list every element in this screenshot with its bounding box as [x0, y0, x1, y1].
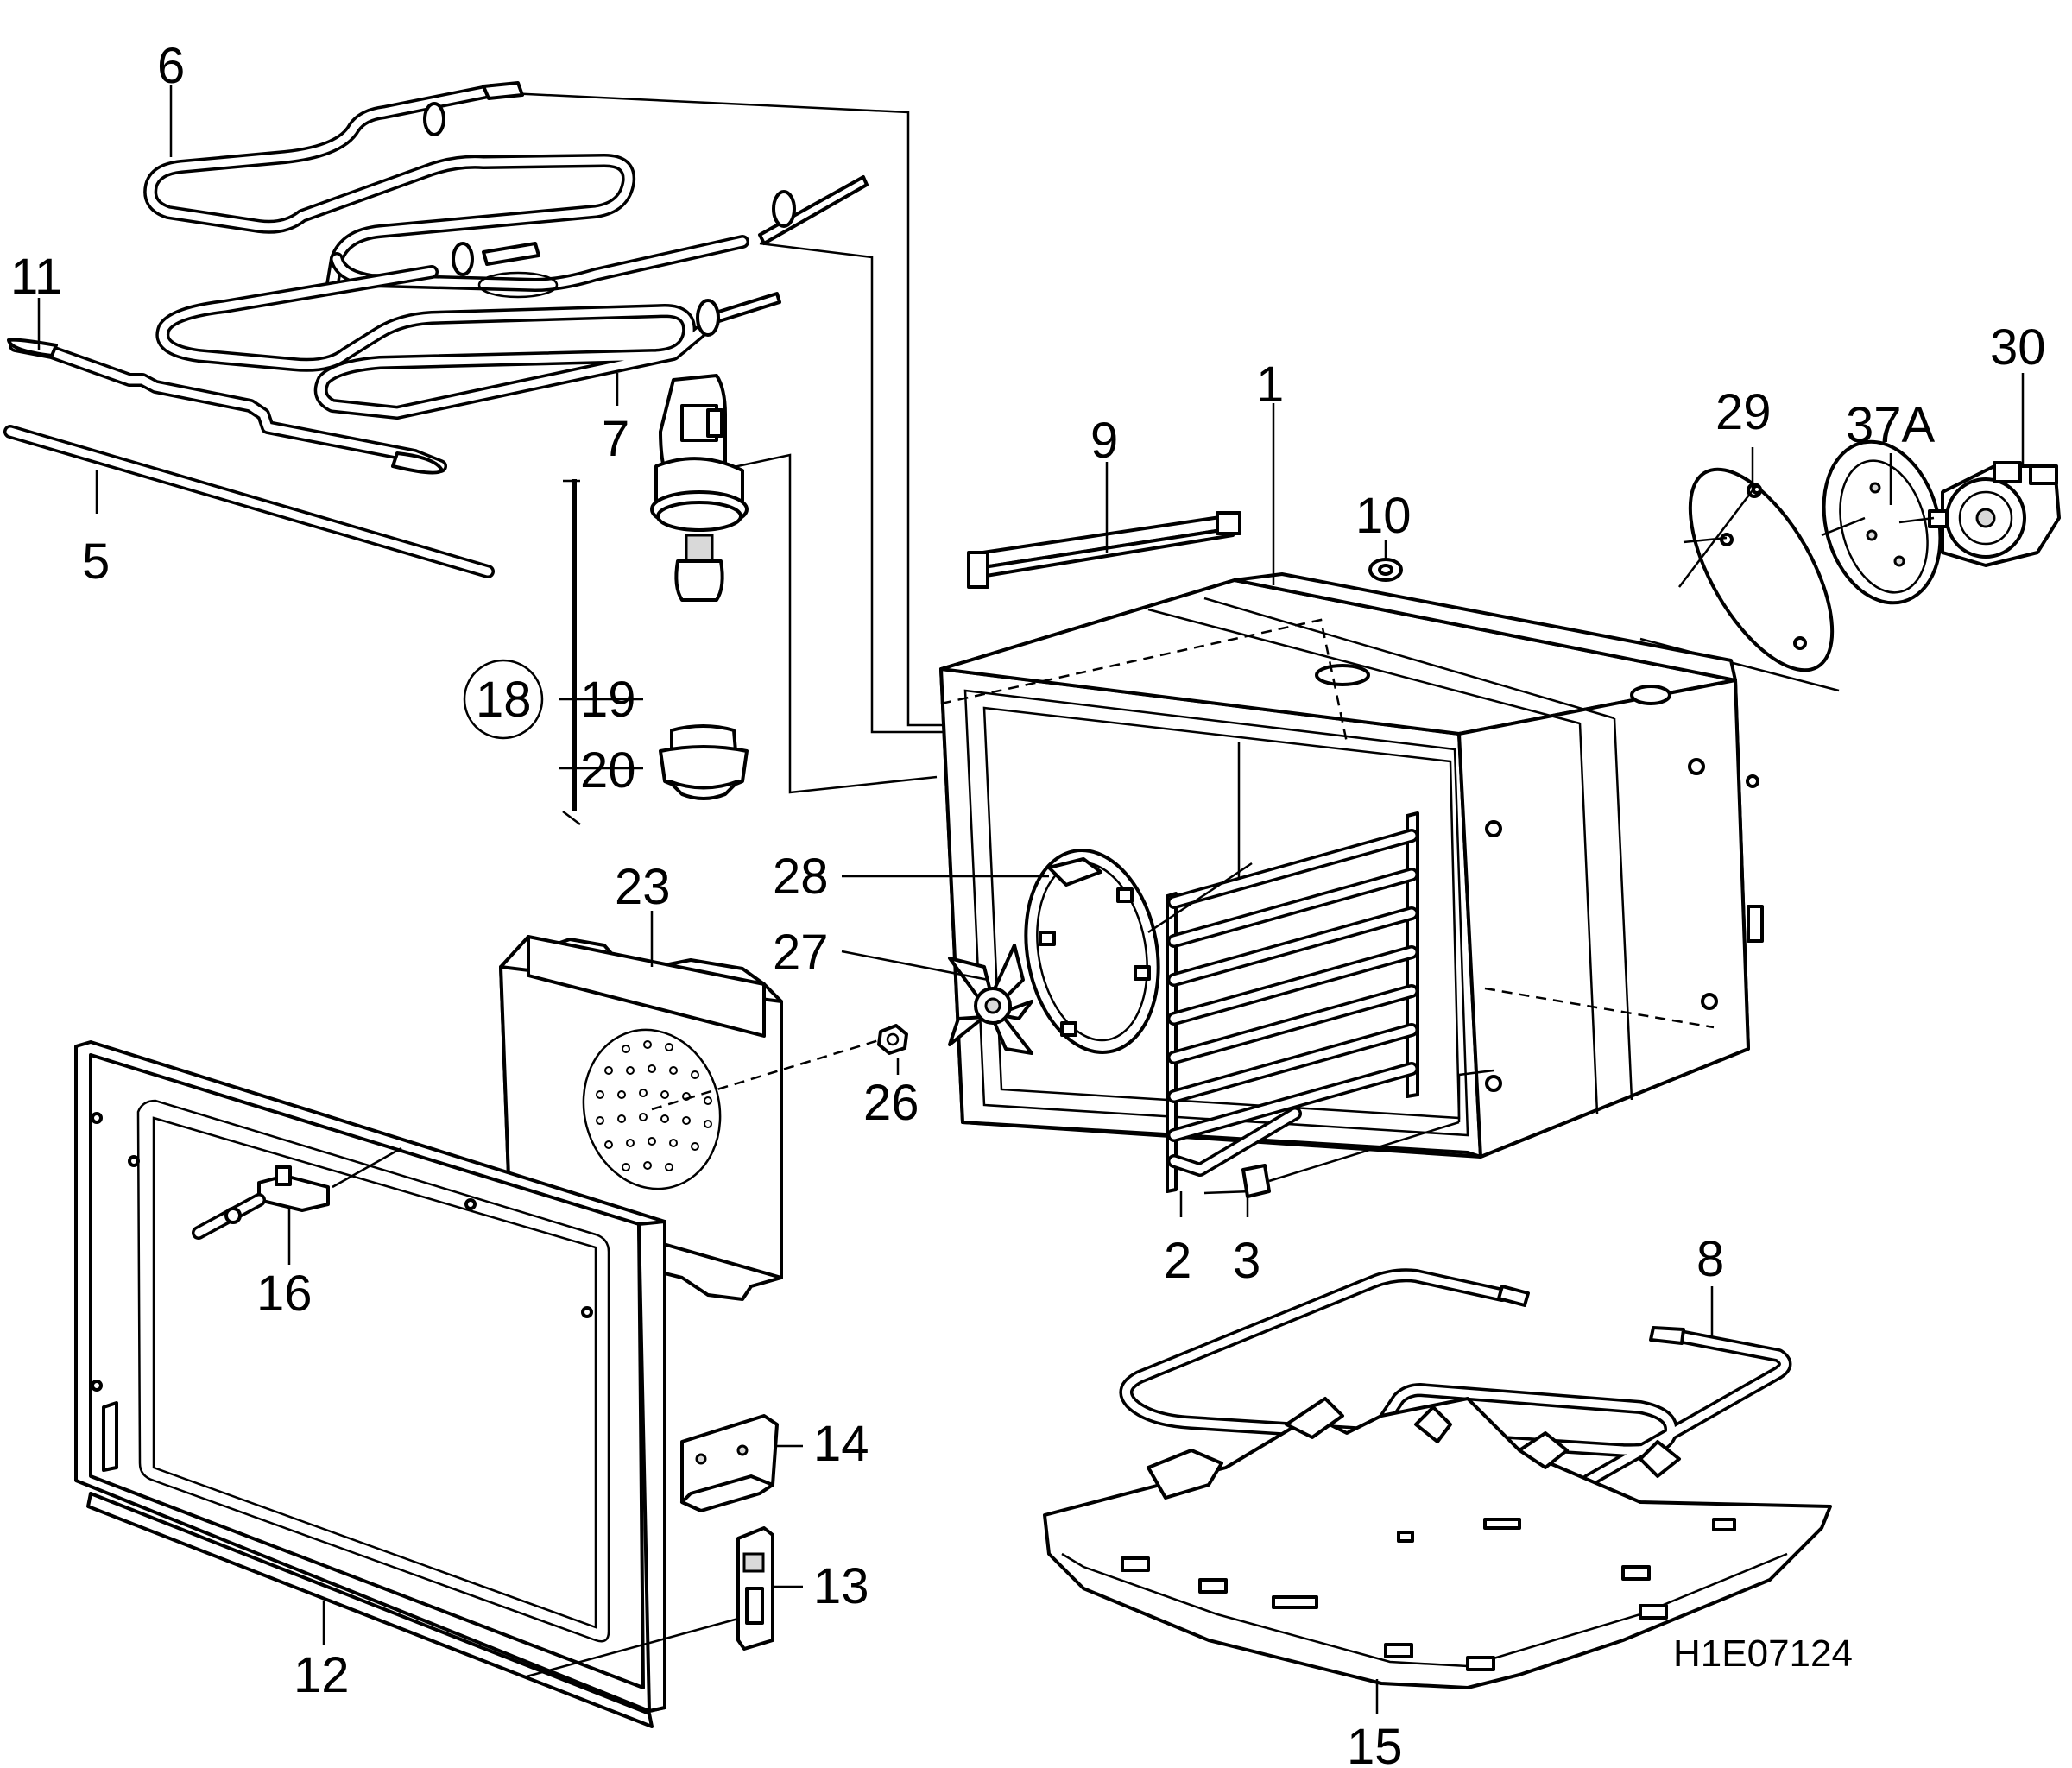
part-7-grill-element: [155, 242, 781, 420]
part-30-fan-motor: [1898, 461, 2061, 567]
part-10-grommet: [1368, 558, 1403, 582]
label-16: 16: [256, 1266, 313, 1322]
part-6-grill-element: [143, 81, 869, 292]
part-3-clip: [1241, 1069, 1494, 1198]
label-8: 8: [1696, 1231, 1724, 1287]
label-20: 20: [580, 742, 636, 799]
part-15-base-tray: [1043, 1397, 1832, 1689]
part-16-door-switch: [192, 1146, 402, 1240]
label-1: 1: [1256, 357, 1284, 413]
part-5-straight-rod: [3, 425, 495, 578]
label-23: 23: [615, 859, 671, 915]
part-26-nut: [877, 1024, 908, 1055]
label-2: 2: [1164, 1233, 1191, 1289]
label-30: 30: [1990, 319, 2046, 376]
part-11-support-rod: [7, 338, 447, 475]
label-37a: 37A: [1846, 397, 1936, 453]
label-28: 28: [773, 849, 829, 905]
label-15: 15: [1347, 1719, 1403, 1768]
part-29-gasket-plate: [1678, 467, 1835, 672]
reference-code: H1E07124: [1673, 1632, 1853, 1675]
part-9-top-rail: [967, 511, 1241, 589]
label-7: 7: [602, 411, 629, 467]
label-12: 12: [294, 1647, 350, 1703]
label-19: 19: [580, 672, 636, 728]
label-10: 10: [1355, 488, 1412, 544]
callout-leader-lines: [37, 85, 2025, 1714]
part-13-hinge: [736, 1526, 774, 1651]
label-29: 29: [1715, 384, 1772, 440]
label-14: 14: [813, 1416, 869, 1472]
label-6: 6: [157, 38, 185, 94]
label-11: 11: [10, 249, 62, 305]
part-28-fan-ring: [1024, 849, 1253, 1054]
part-37a-motor-plate: [1821, 439, 1942, 605]
fan-cover-perforations: [596, 1040, 712, 1171]
label-18-circle: [463, 659, 544, 740]
label-26: 26: [863, 1075, 919, 1131]
label-5: 5: [82, 534, 110, 590]
label-3: 3: [1233, 1233, 1260, 1289]
label-27: 27: [773, 925, 829, 981]
part-2-shelf-rack: [1166, 811, 1419, 1195]
label-18: 18: [476, 672, 532, 728]
label-9: 9: [1090, 413, 1118, 469]
callout-labels: 6 11 5 7 18 19 20 9 1 10 29 37A 30 28 27…: [10, 38, 2046, 1768]
label-13: 13: [813, 1558, 869, 1614]
part-18-lamp-assembly: [562, 374, 749, 825]
part-14-hinge-bracket: [680, 1414, 779, 1512]
